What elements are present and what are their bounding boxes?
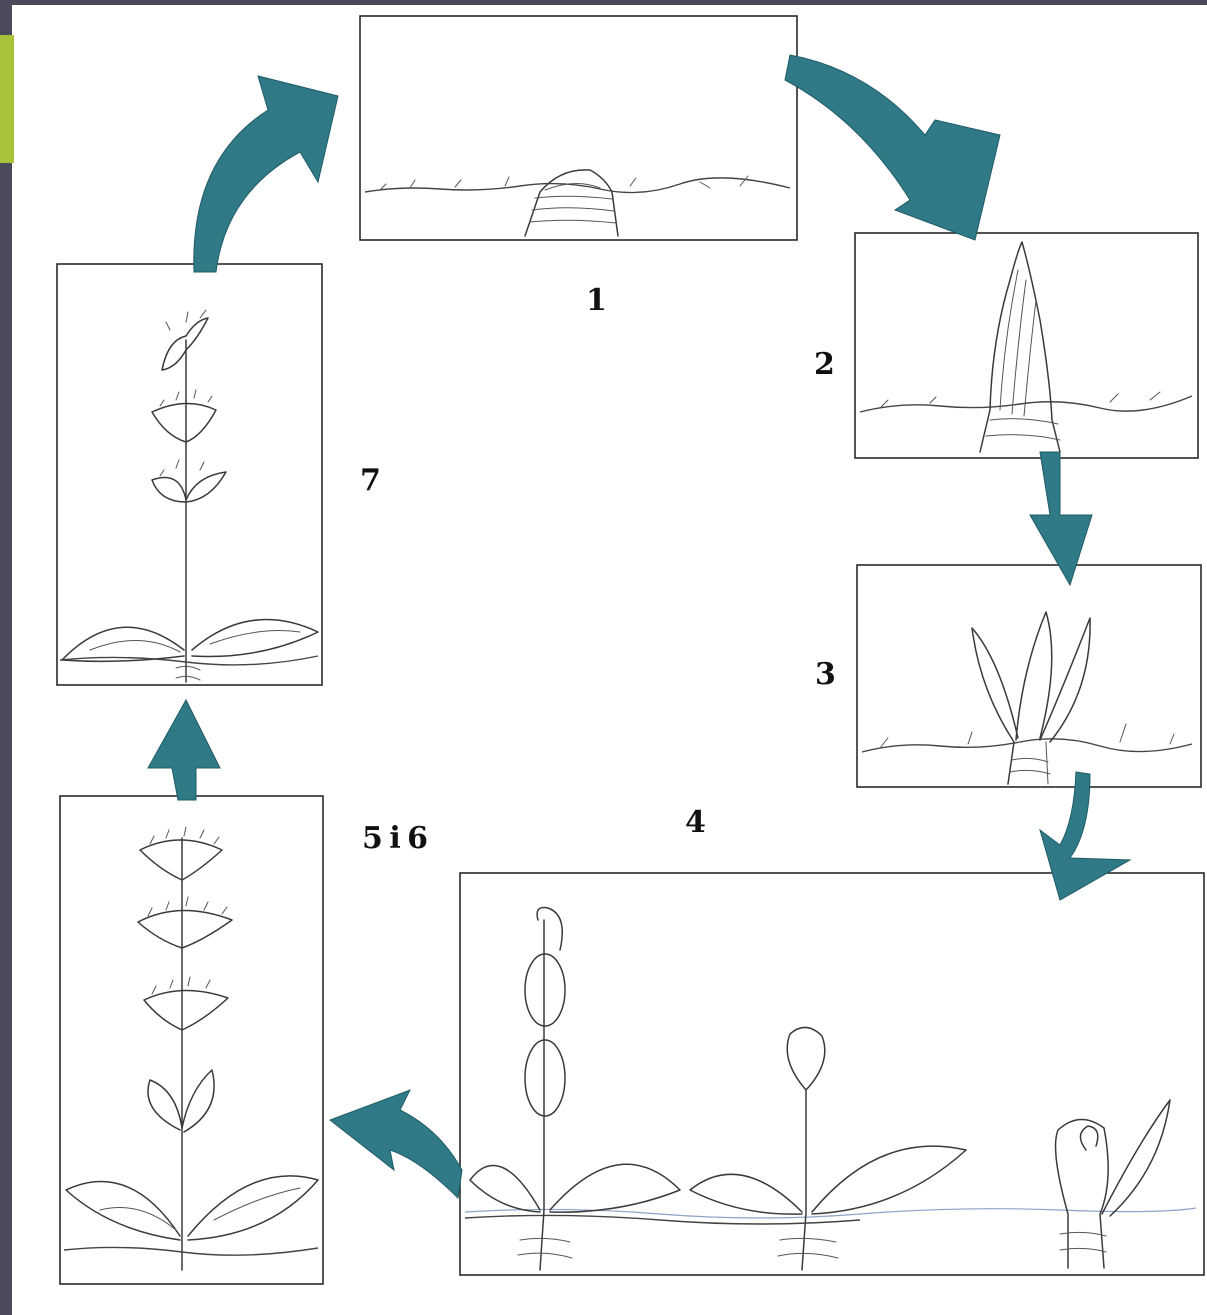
stage-4-panel: [460, 873, 1204, 1275]
stage-3-panel: [857, 565, 1201, 787]
stage-1-panel: [360, 16, 797, 240]
stage-1-label: 1: [586, 286, 607, 316]
stage-5-6-panel: [60, 796, 323, 1284]
stage-7-panel: [57, 264, 322, 685]
arrow-1-to-2: [785, 55, 1000, 240]
stage-2-label: 2: [814, 350, 835, 380]
stage-4-label: 4: [685, 808, 706, 838]
arrow-5-6-to-7: [148, 700, 220, 800]
arrow-7-to-1: [194, 76, 338, 272]
stage-2-panel: [855, 233, 1198, 458]
stage-3-label: 3: [815, 660, 836, 690]
arrow-4-to-5-6: [330, 1090, 462, 1198]
stage-7-label: 7: [360, 466, 381, 496]
stage-5-6-label: 5 i 6: [362, 824, 428, 854]
